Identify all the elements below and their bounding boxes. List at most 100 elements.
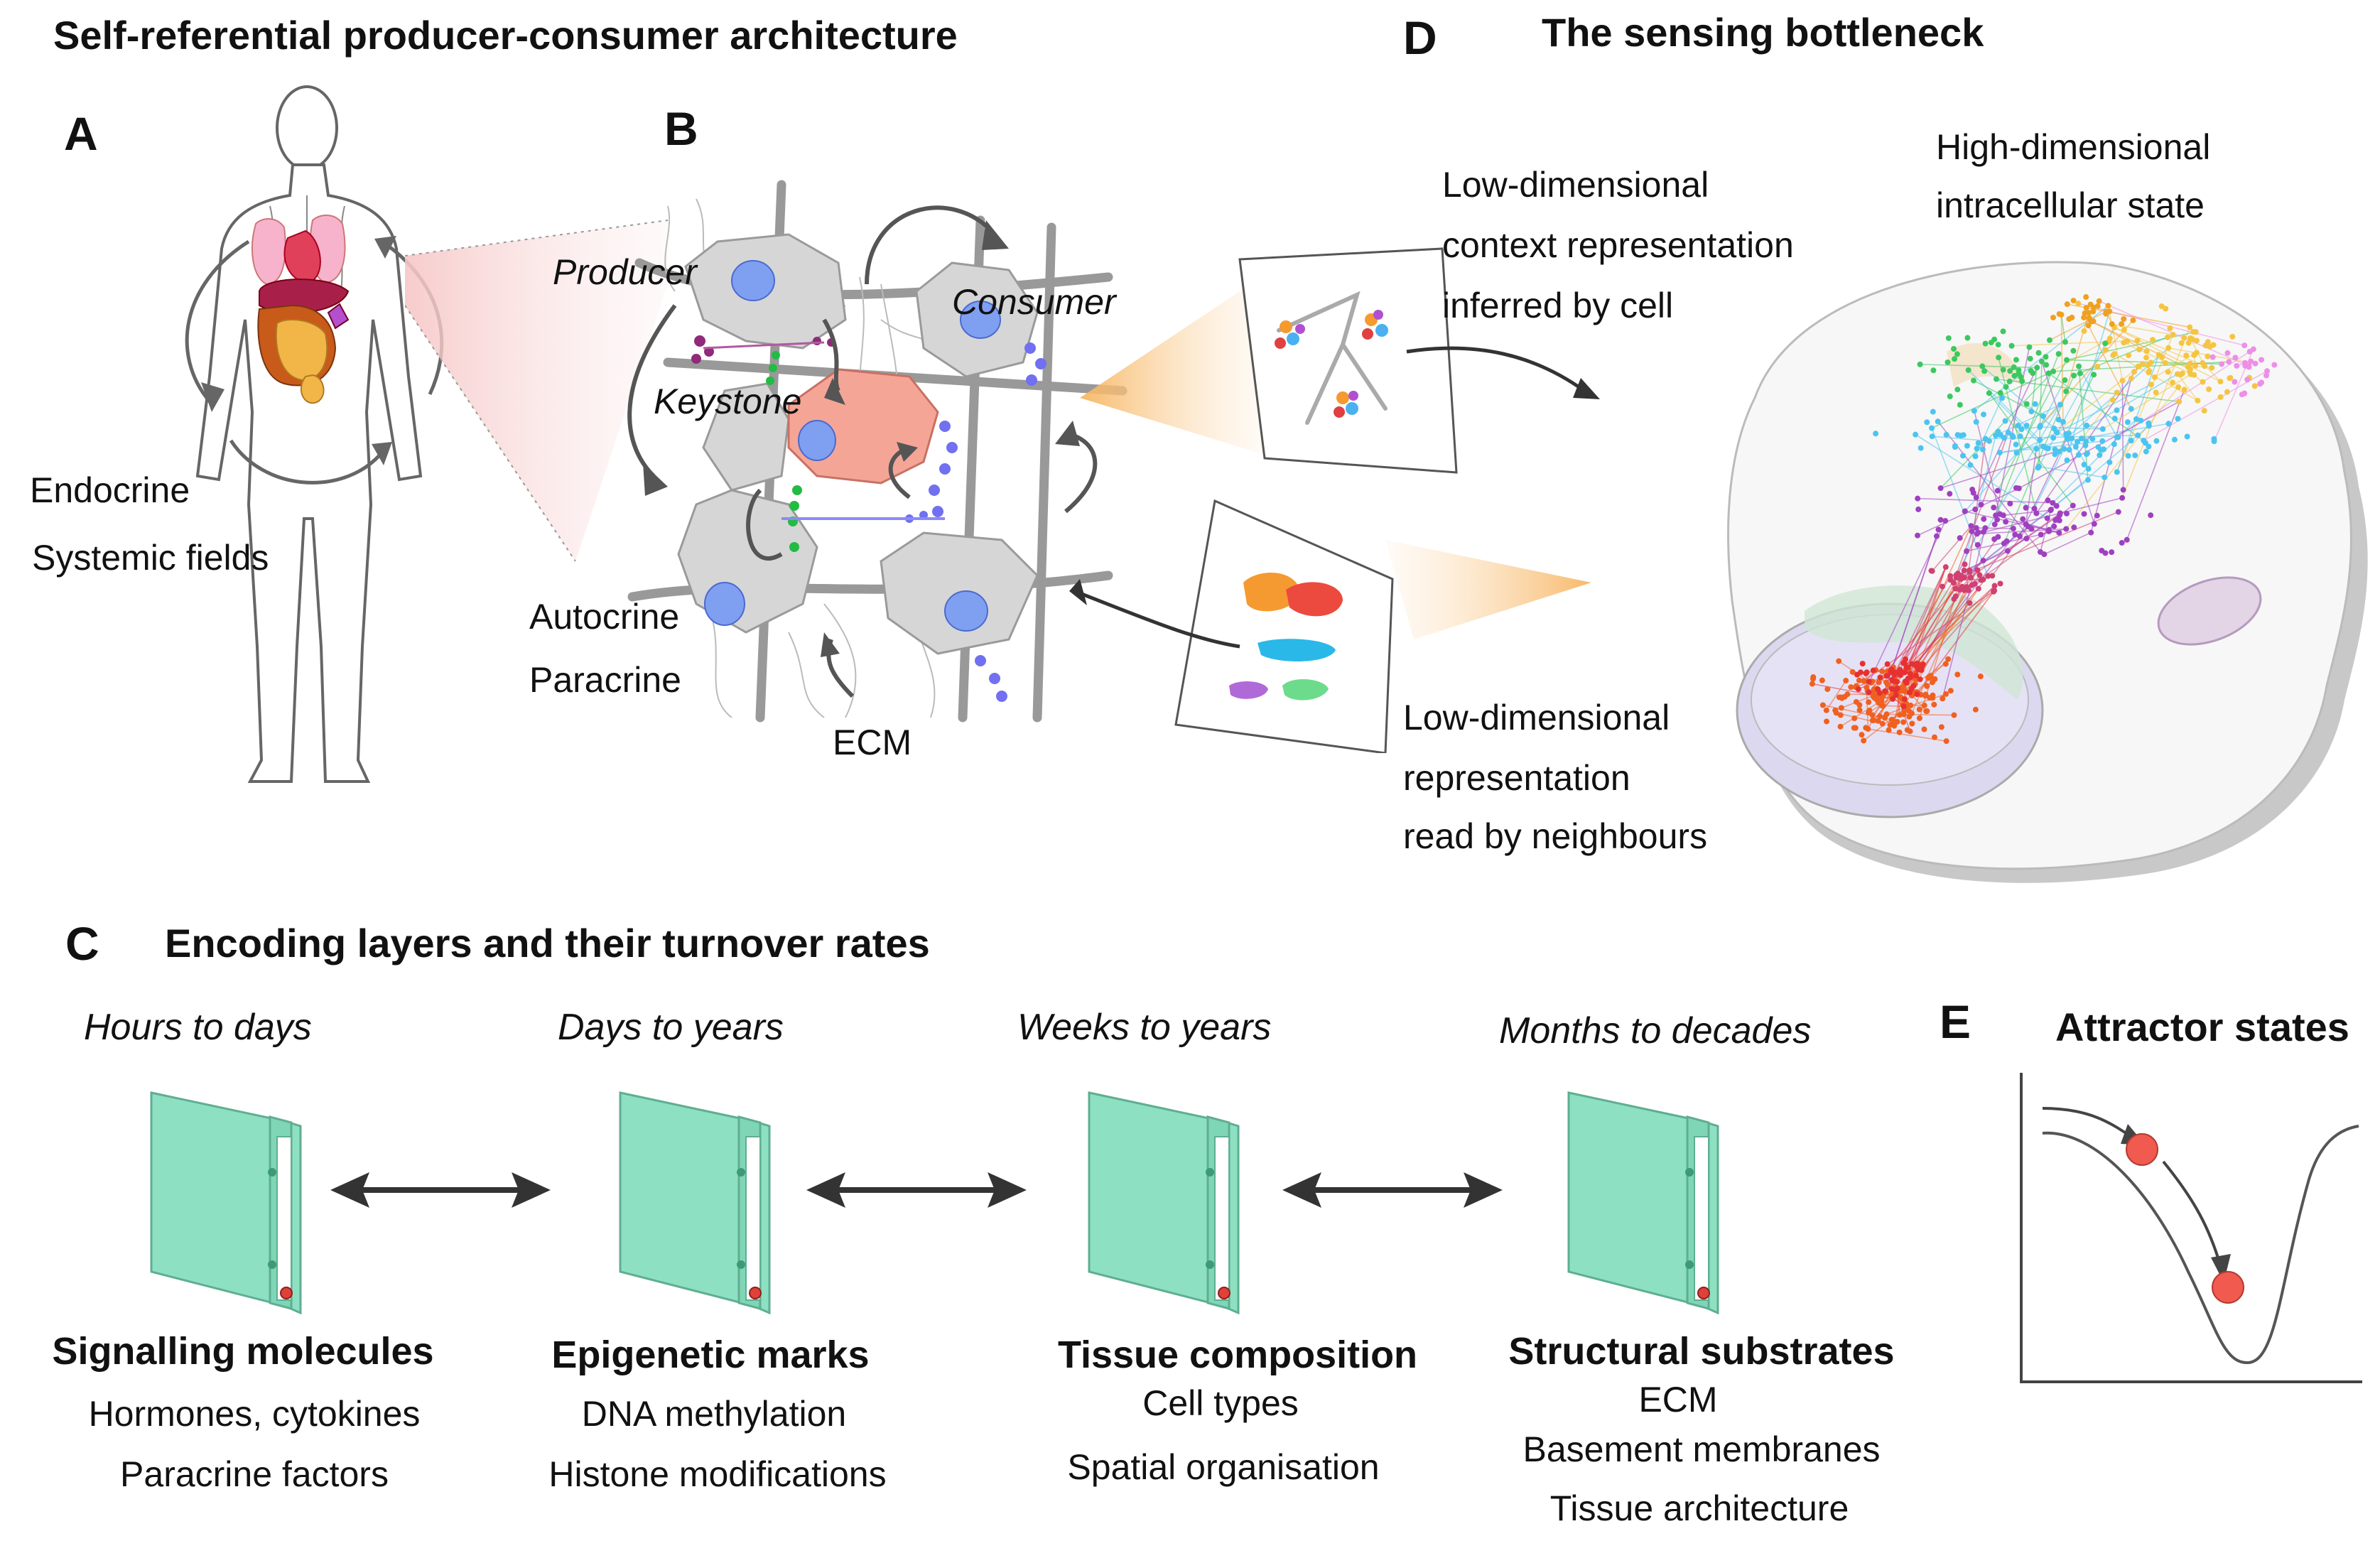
network-edge <box>1969 512 2061 578</box>
network-node <box>2004 548 2011 554</box>
network-node <box>2009 432 2016 438</box>
network-node <box>2111 351 2118 357</box>
network-node <box>2153 438 2160 444</box>
network-node <box>2023 422 2030 428</box>
network-node <box>1879 720 1886 727</box>
storage-block-structural <box>1567 1091 1719 1314</box>
network-node <box>1935 526 1942 533</box>
network-node <box>1980 557 1986 563</box>
network-node <box>2099 547 2105 553</box>
network-node <box>2153 389 2159 396</box>
network-node <box>2105 303 2111 309</box>
network-node <box>2013 441 2019 448</box>
network-node <box>2232 379 2238 385</box>
network-node <box>1918 667 1925 674</box>
network-node <box>1888 669 1894 675</box>
network-node <box>1931 734 1937 740</box>
network-node <box>1935 418 1941 425</box>
network-edge <box>2114 327 2221 382</box>
network-node <box>2259 357 2265 363</box>
network-edge <box>1915 575 1989 664</box>
network-node <box>2128 438 2134 444</box>
network-edge <box>2060 314 2066 342</box>
network-node <box>2063 388 2070 394</box>
network-node <box>2028 409 2035 415</box>
network-node <box>1921 726 1927 732</box>
network-node <box>2061 445 2067 452</box>
network-node <box>1964 335 1971 341</box>
network-node <box>2211 436 2217 442</box>
panel-c-title: Encoding layers and their turnover rates <box>165 921 930 966</box>
network-node <box>1869 712 1876 718</box>
network-node <box>1997 390 2003 396</box>
network-node <box>2181 335 2187 341</box>
network-node <box>1856 702 1863 708</box>
network-node <box>2071 524 2077 531</box>
network-node <box>2102 340 2109 347</box>
network-node <box>2081 328 2087 334</box>
zoom-cone <box>405 220 669 562</box>
network-node <box>2015 423 2021 429</box>
network-node <box>2102 474 2108 480</box>
network-node <box>2052 446 2058 453</box>
network-node <box>2063 526 2070 532</box>
network-node <box>2195 397 2201 404</box>
high-dim-line-2: intracellular state <box>1936 185 2205 225</box>
network-node <box>1969 528 1975 534</box>
network-node <box>1982 340 1989 347</box>
network-node <box>2085 323 2092 329</box>
network-edge <box>2025 524 2060 534</box>
network-node <box>1965 367 1971 373</box>
network-node <box>2119 377 2126 384</box>
network-node <box>1991 504 1997 511</box>
network-node <box>2081 511 2087 517</box>
network-edge <box>1996 378 2180 403</box>
network-node <box>2007 500 2013 507</box>
network-node <box>1930 367 1937 374</box>
layer-name-tissue: Tissue composition <box>1057 1334 1418 1376</box>
network-node <box>2121 316 2127 323</box>
network-edge <box>2044 531 2092 555</box>
network-node <box>2075 301 2082 307</box>
network-node <box>2013 485 2019 491</box>
network-node <box>1902 669 1908 676</box>
network-node <box>2165 369 2171 375</box>
network-node <box>2033 445 2040 452</box>
network-node <box>1954 351 1960 357</box>
network-node <box>2064 301 2070 308</box>
network-node <box>1969 582 1975 588</box>
network-node <box>1900 660 1907 666</box>
network-node <box>2020 516 2026 522</box>
network-node <box>1968 523 1974 529</box>
network-node <box>2002 418 2008 424</box>
attractor-ball-upper <box>2126 1133 2158 1166</box>
network-node <box>2219 361 2225 367</box>
network-node <box>2148 512 2154 519</box>
network-node <box>2000 512 2006 519</box>
network-node <box>2224 350 2231 356</box>
network-node <box>2062 377 2068 384</box>
network-node <box>1913 672 1919 678</box>
network-node <box>1896 729 1903 735</box>
network-node <box>1931 701 1937 708</box>
network-node <box>1924 419 1930 426</box>
network-node <box>2259 379 2265 386</box>
network-node <box>2056 448 2062 455</box>
network-node <box>1943 691 1949 697</box>
network-node <box>2248 358 2254 364</box>
network-node <box>1838 694 1844 701</box>
network-node <box>1896 712 1903 718</box>
network-edge <box>1920 364 2038 369</box>
inferred-line-3: inferred by cell <box>1442 286 1674 325</box>
systemic-fields-label: Systemic fields <box>32 538 269 578</box>
network-node <box>1888 686 1895 692</box>
network-node <box>2239 391 2245 398</box>
network-node <box>1810 674 1817 681</box>
network-edge <box>2038 465 2105 478</box>
network-node <box>1995 534 2001 540</box>
network-node <box>2179 370 2185 377</box>
network-node <box>2115 509 2121 515</box>
network-node <box>1970 377 1976 384</box>
network-node <box>2124 536 2130 543</box>
network-node <box>1964 548 1970 554</box>
